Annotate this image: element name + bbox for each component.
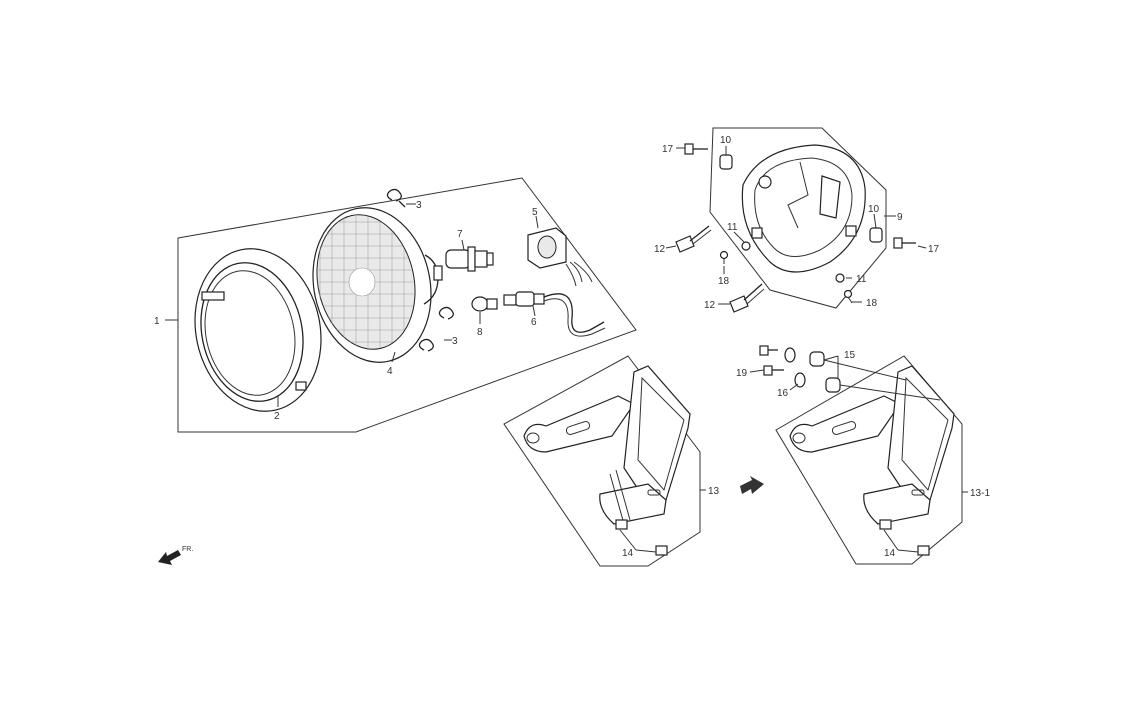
headlight-rim bbox=[194, 248, 322, 412]
nut-14-lower-a bbox=[655, 545, 668, 556]
front-direction-label: FR. bbox=[182, 546, 193, 553]
mounting-bolt-12-upper bbox=[675, 225, 712, 253]
collar-upper bbox=[741, 241, 751, 251]
case-grommet-right bbox=[869, 227, 883, 243]
group-outline-stay-13-1 bbox=[775, 355, 963, 565]
headlight-bulb bbox=[445, 246, 494, 272]
callout-15: 15 bbox=[844, 350, 856, 361]
callout-13: 13 bbox=[708, 486, 720, 497]
callout-14-a: 14 bbox=[622, 548, 634, 559]
callout-3-lower: 3 bbox=[452, 336, 458, 347]
mounting-bolt-12-lower bbox=[729, 283, 765, 313]
group-outline-stay-13 bbox=[503, 355, 701, 567]
screw-18-left bbox=[719, 250, 729, 264]
spring-clip-mid bbox=[438, 306, 454, 320]
collar-16 bbox=[784, 347, 806, 388]
callout-10-upper: 10 bbox=[720, 135, 732, 146]
callout-5: 5 bbox=[532, 207, 538, 218]
callout-1: 1 bbox=[154, 316, 160, 327]
callout-8: 8 bbox=[477, 327, 483, 338]
bolt-17-right bbox=[893, 237, 916, 249]
bulb-socket-harness bbox=[503, 291, 606, 337]
callout-17-right: 17 bbox=[928, 244, 940, 255]
headlight-stay-13 bbox=[523, 365, 691, 525]
callout-9: 9 bbox=[897, 212, 903, 223]
callout-12-lower: 12 bbox=[704, 300, 716, 311]
spring-clip-lower bbox=[418, 338, 434, 352]
position-bulb bbox=[471, 296, 498, 312]
callout-11-upper: 11 bbox=[727, 222, 738, 233]
callout-16: 16 bbox=[777, 388, 789, 399]
screw-18-right bbox=[843, 289, 853, 304]
group-outline-case bbox=[709, 127, 887, 309]
arrow-right-icon bbox=[740, 476, 764, 494]
case-grommet-upper bbox=[719, 154, 733, 170]
callout-10-right: 10 bbox=[868, 204, 880, 215]
bolt-19 bbox=[759, 345, 784, 376]
spring-clip-upper bbox=[386, 188, 406, 208]
headlight-case bbox=[741, 144, 866, 273]
callout-4: 4 bbox=[387, 366, 393, 377]
callout-7: 7 bbox=[457, 229, 463, 240]
callout-19: 19 bbox=[736, 368, 748, 379]
callout-18-right: 18 bbox=[866, 298, 878, 309]
callout-18-left: 18 bbox=[718, 276, 730, 287]
headlight-socket-connector bbox=[527, 227, 593, 287]
leader-lines bbox=[165, 146, 968, 553]
headlight-stay-13-1 bbox=[789, 365, 955, 525]
callout-6: 6 bbox=[531, 317, 537, 328]
callout-3-upper: 3 bbox=[416, 200, 422, 211]
bolt-17-left bbox=[684, 143, 708, 155]
callout-12-upper: 12 bbox=[654, 244, 666, 255]
front-direction-arrow-icon bbox=[158, 550, 181, 565]
callout-13-1: 13-1 bbox=[970, 488, 990, 499]
nut-14-upper-b bbox=[879, 519, 892, 530]
nut-14-upper-a bbox=[615, 519, 628, 530]
callout-14-b: 14 bbox=[884, 548, 896, 559]
callout-2: 2 bbox=[274, 411, 280, 422]
group-outline-headlight bbox=[177, 177, 637, 433]
callout-17-left: 17 bbox=[662, 144, 674, 155]
nut-14-lower-b bbox=[917, 545, 930, 556]
collar-lower bbox=[835, 273, 845, 283]
callout-11-lower: 11 bbox=[856, 274, 867, 285]
